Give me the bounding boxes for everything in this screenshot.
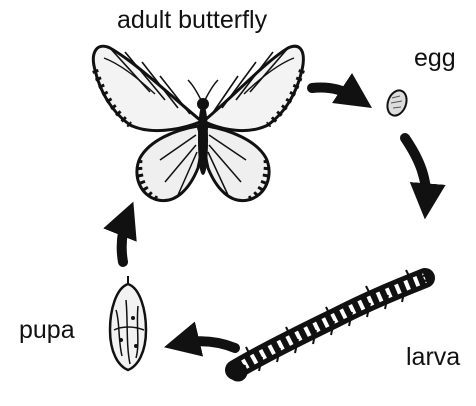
caterpillar-icon [229,270,433,381]
arrow-adult-to-egg [312,88,360,101]
label-adult-butterfly: adult butterfly [117,8,267,33]
egg-icon [384,88,410,119]
arrow-egg-to-larva [405,138,426,205]
label-pupa: pupa [19,318,75,343]
label-egg: egg [414,46,456,71]
label-larva: larva [406,345,460,370]
butterfly-icon [93,46,303,200]
arrow-larva-to-pupa [178,341,235,348]
arrow-pupa-to-adult [122,215,128,262]
chrysalis-icon [110,276,146,370]
